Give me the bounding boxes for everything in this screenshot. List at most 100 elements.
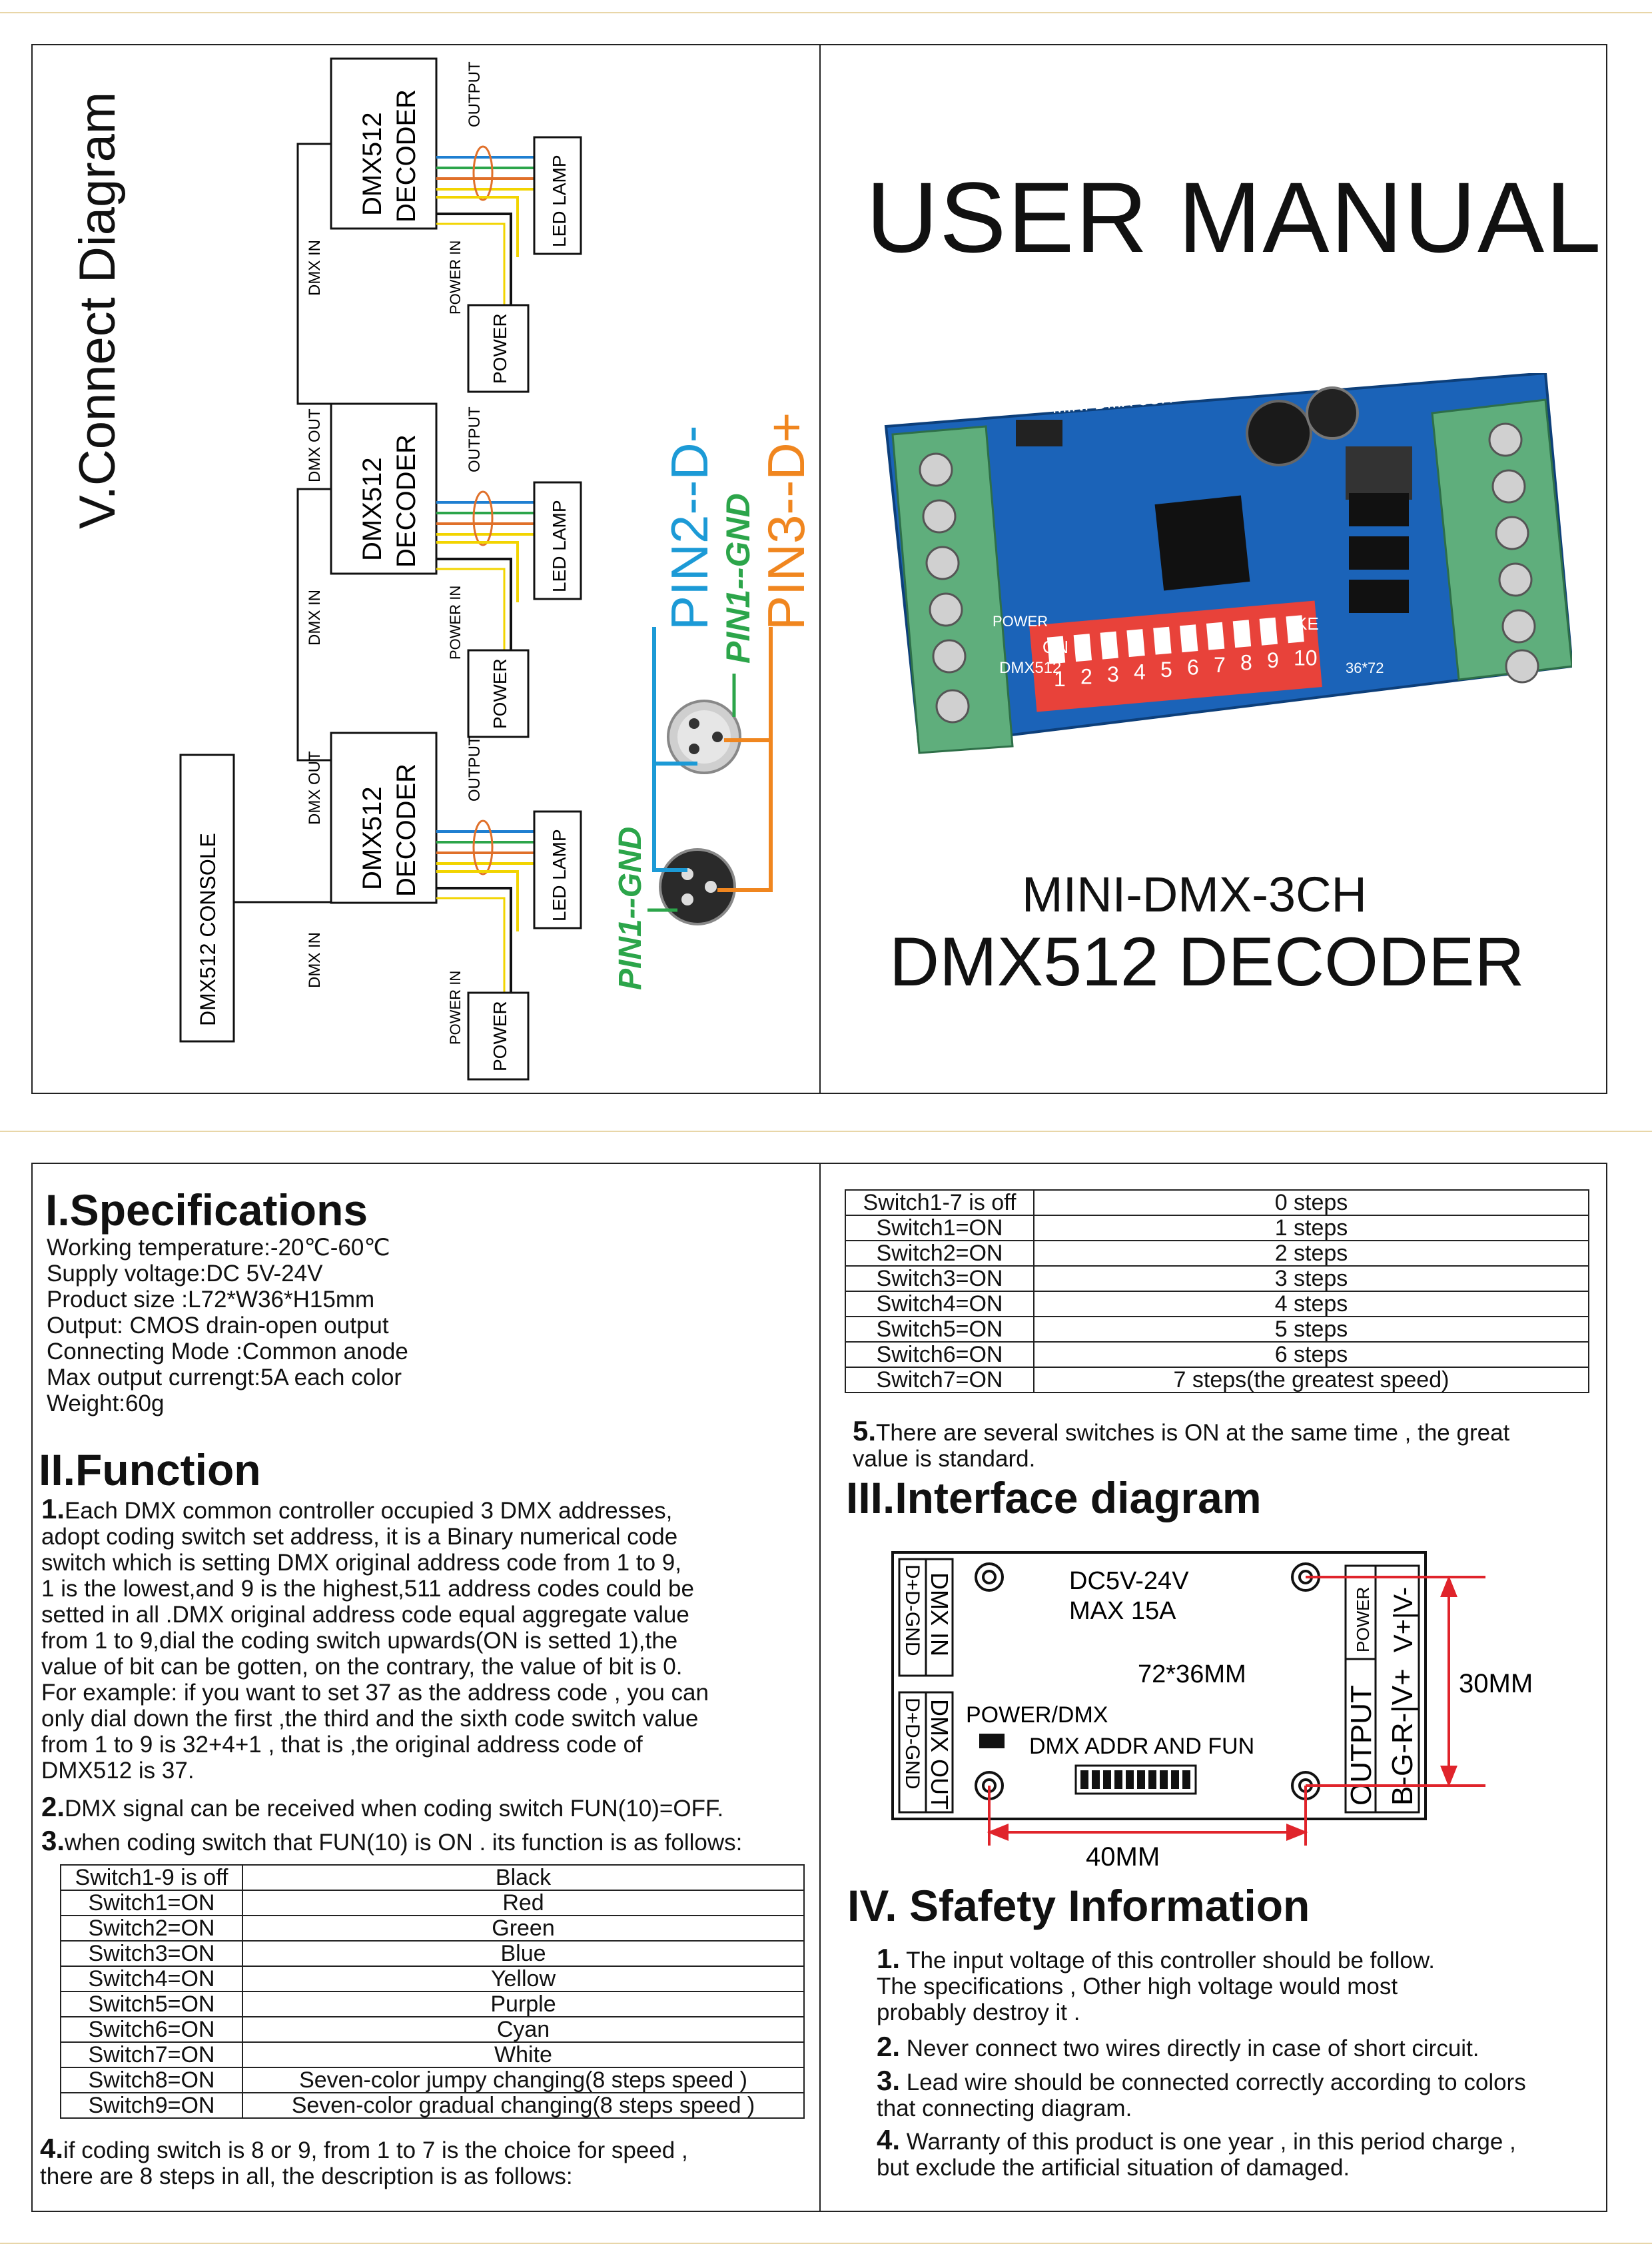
switch-cell: Switch6=ON [60, 2016, 243, 2043]
decoder-line1: DMX512 [358, 457, 387, 561]
pin3-label: PIN3--D+ [757, 412, 815, 630]
switch-cell: Switch1-9 is off [60, 1864, 243, 1891]
decoder-group-3: DMX512 DECODER OUTPUT DMX OUT DMX IN LED… [306, 732, 582, 1081]
power-label: POWER [490, 658, 510, 729]
item-text: Lead wire should be connected correctly … [877, 2069, 1526, 2121]
item-text: if coding switch is 8 or 9, from 1 to 7 … [40, 2137, 688, 2189]
switch-cell: Switch3=ON [60, 1940, 243, 1967]
board-switch-number: 5 [1160, 658, 1172, 682]
switch-cell: Switch1-7 is off [845, 1189, 1034, 1216]
spec-line: Output: CMOS drain-open output [47, 1313, 389, 1339]
xlr-connector-bottom [659, 848, 736, 925]
switch-cell: Switch3=ON [845, 1265, 1034, 1292]
value-cell: 6 steps [1033, 1341, 1589, 1368]
switch-cell: Switch2=ON [60, 1915, 243, 1942]
power-in-label: POWER IN [447, 971, 464, 1045]
led-lamp-box [533, 481, 582, 600]
dim-horizontal: 40MM [1086, 1842, 1160, 1872]
item-text: There are several switches is ON at the … [853, 1420, 1510, 1472]
power-label: POWER [490, 1001, 510, 1071]
model-name: MINI-DMX-3CH [1022, 867, 1367, 922]
item-number: 1. [41, 1493, 65, 1524]
switch-cell: Switch9=ON [60, 2092, 243, 2119]
value-cell: Cyan [242, 2016, 805, 2043]
output-label: OUTPUT [466, 61, 484, 127]
item-number: 2. [877, 2031, 901, 2062]
item-number: 4. [877, 2124, 901, 2155]
board-switch-number: 10 [1294, 646, 1318, 670]
safety-heading: IV. Sfafety Information [847, 1881, 1310, 1930]
decoder-line2: DECODER [392, 434, 421, 568]
power-pins: V+|V- [1389, 1587, 1418, 1652]
decoder-group-1: DMX512 DECODER OUTPUT DMX IN LED LAMP PO… [306, 57, 582, 393]
decoder-line2: DECODER [392, 764, 421, 897]
item-text: Each DMX common controller occupied 3 DM… [41, 1498, 709, 1784]
pin2-label: PIN2--D- [660, 425, 719, 630]
dmx-out-pins: D+D-GND [901, 1698, 923, 1790]
value-cell: White [242, 2041, 805, 2068]
power-in-label: POWER IN [447, 586, 464, 660]
switch-cell: Switch2=ON [845, 1240, 1034, 1267]
decoder-line1: DMX512 [358, 786, 387, 890]
item-number: 1. [877, 1943, 901, 1974]
middle-fold-line [0, 1131, 1652, 1132]
console-box [179, 754, 235, 1043]
dmx-out-label: DMX OUT [306, 408, 324, 482]
value-cell: 1 steps [1033, 1215, 1589, 1241]
max-current-label: MAX 15A [1069, 1597, 1176, 1625]
value-cell: Black [242, 1864, 805, 1891]
output-label: OUTPUT [466, 406, 484, 472]
decoder-box [330, 732, 438, 904]
safety-item: 2. Never connect two wires directly in c… [877, 2031, 1603, 2062]
decoder-box [330, 57, 438, 230]
value-cell: Yellow [242, 1966, 805, 1992]
switch-cell: Switch4=ON [60, 1966, 243, 1992]
led-lamp-label: LED LAMP [549, 830, 570, 922]
spec-heading: I.Specifications [45, 1185, 368, 1235]
decoder-line2: DECODER [392, 89, 421, 223]
decoder-line1: DMX512 [358, 112, 387, 216]
board-switch-number: 1 [1054, 667, 1066, 691]
led-indicator [979, 1734, 1005, 1748]
output-label: OUTPUT [466, 736, 484, 802]
dmx-in-pins: D+D-GND [901, 1564, 923, 1656]
item-number: 4. [40, 2133, 64, 2164]
spec-line: Max output currengt:5A each color [47, 1365, 402, 1391]
item-text: Warranty of this product is one year , i… [877, 2129, 1516, 2181]
console-label: DMX512 CONSOLE [196, 833, 220, 1026]
safety-item: 4. Warranty of this product is one year … [877, 2124, 1603, 2181]
power-label: POWER [490, 313, 510, 384]
value-cell: Purple [242, 1991, 805, 2017]
value-cell: 2 steps [1033, 1240, 1589, 1267]
value-cell: 4 steps [1033, 1291, 1589, 1317]
item-text: when coding switch that FUN(10) is ON . … [65, 1830, 743, 1856]
power-label: POWER [1353, 1587, 1373, 1652]
interface-heading: III.Interface diagram [846, 1473, 1262, 1522]
item-number: 3. [41, 1825, 65, 1856]
board-ke-label: KE [1296, 614, 1319, 634]
board-switch-number: 6 [1187, 656, 1199, 680]
value-cell: 3 steps [1033, 1265, 1589, 1292]
output-label: OUTPUT [1345, 1685, 1378, 1806]
board-dmx-label: DMX512 [999, 659, 1061, 677]
cover-divider [819, 44, 821, 1094]
product-name: DMX512 DECODER [889, 923, 1525, 1001]
dmx-out-label: DMX OUT [306, 751, 324, 825]
dmx-in-label: DMX IN [306, 590, 324, 646]
interface-diagram: D+D-GND DMX IN D+D-GND DMX OUT POWER V+|… [891, 1551, 1533, 1872]
dmx-in-label: DMX IN [926, 1572, 953, 1656]
power-in-label: POWER IN [447, 241, 464, 314]
function-item-1: 1.Each DMX common controller occupied 3 … [41, 1493, 814, 1784]
